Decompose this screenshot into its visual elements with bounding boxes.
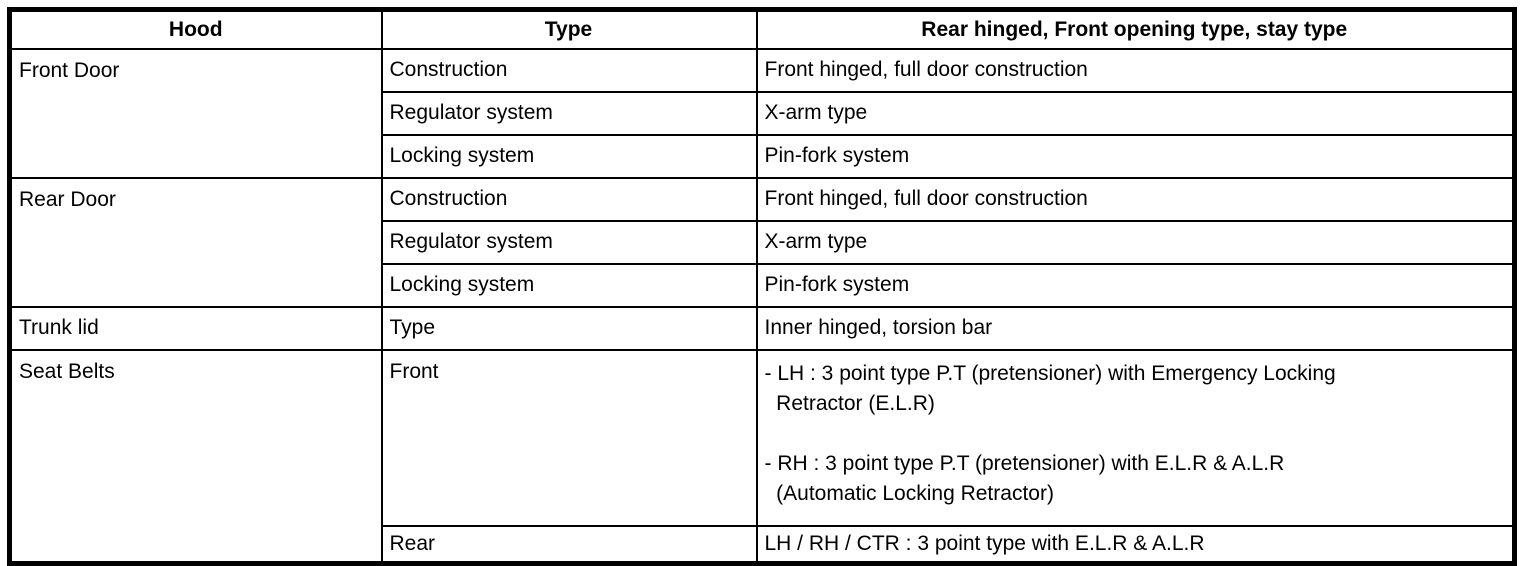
- table-row-front-door-locking: Locking system Pin-fork system: [10, 133, 1516, 179]
- table-row-front-door-regulator: Regulator system X-arm type: [10, 90, 1516, 136]
- type-cell-rear: Rear: [380, 524, 758, 565]
- table-row-trunk-lid: Trunk lid Type Inner hinged, torsion bar: [8, 305, 1516, 351]
- table-row-rear-door-locking: Locking system Pin-fork system: [10, 262, 1516, 308]
- header-hood: Hood: [8, 8, 383, 50]
- table-row-rear-door-construction: Rear Door Construction Front hinged, ful…: [8, 176, 1516, 308]
- table-row-front-door-construction: Front Door Construction Front hinged, fu…: [8, 47, 1516, 179]
- table-row-rear-door-regulator: Regulator system X-arm type: [10, 219, 1516, 265]
- value-cell-construction: Front hinged, full door construction: [755, 47, 1516, 93]
- value-cell-locking: Pin-fork system: [755, 262, 1516, 308]
- value-cell-seat-belts-front: - LH : 3 point type P.T (pretensioner) w…: [755, 348, 1516, 527]
- value-cell-seat-belts-rear: LH / RH / CTR : 3 point type with E.L.R …: [755, 524, 1516, 565]
- header-row: Hood Type Rear hinged, Front opening typ…: [8, 8, 1516, 50]
- table-row-seat-belts-rear: Rear LH / RH / CTR : 3 point type with E…: [10, 524, 1516, 565]
- section-label-trunk-lid: Trunk lid: [8, 305, 383, 351]
- header-hood-spec: Rear hinged, Front opening type, stay ty…: [755, 8, 1516, 50]
- type-cell-locking: Locking system: [380, 133, 758, 179]
- type-cell-construction: Construction: [380, 176, 758, 222]
- type-cell-regulator: Regulator system: [380, 219, 758, 265]
- value-cell-regulator: X-arm type: [755, 219, 1516, 265]
- header-type: Type: [380, 8, 758, 50]
- type-cell-locking: Locking system: [380, 262, 758, 308]
- type-cell-type: Type: [380, 305, 758, 351]
- table-row-seat-belts-front: Seat Belts Front - LH : 3 point type P.T…: [8, 348, 1516, 565]
- section-label-rear-door: Rear Door: [8, 176, 383, 308]
- body-specifications-table: Hood Type Rear hinged, Front opening typ…: [7, 7, 1517, 566]
- type-cell-front: Front: [380, 348, 758, 527]
- value-cell-locking: Pin-fork system: [755, 133, 1516, 179]
- section-label-front-door: Front Door: [8, 47, 383, 179]
- section-label-seat-belts: Seat Belts: [8, 348, 383, 565]
- value-cell-construction: Front hinged, full door construction: [755, 176, 1516, 222]
- value-cell-regulator: X-arm type: [755, 90, 1516, 136]
- type-cell-regulator: Regulator system: [380, 90, 758, 136]
- value-cell-trunk-lid: Inner hinged, torsion bar: [755, 305, 1516, 351]
- type-cell-construction: Construction: [380, 47, 758, 93]
